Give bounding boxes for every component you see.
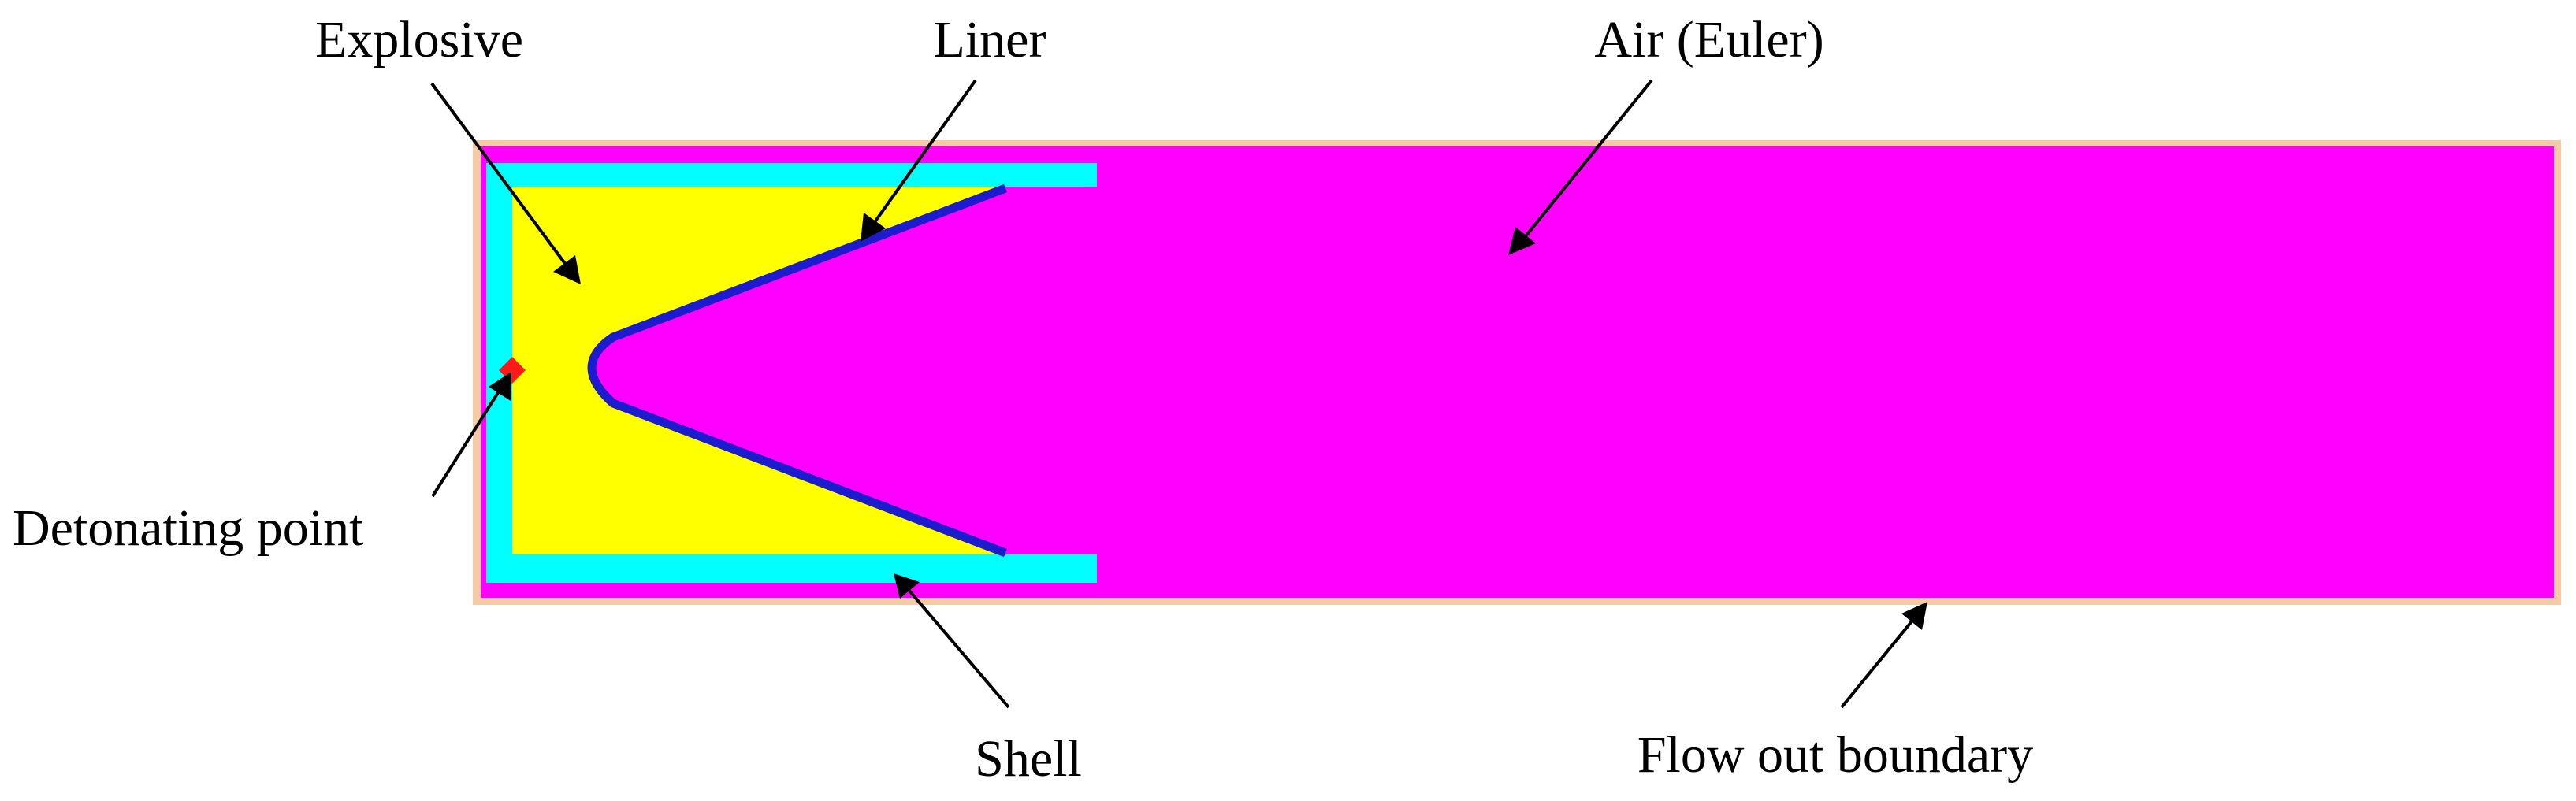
- liner-label: Liner: [934, 11, 1046, 69]
- explosive-label: Explosive: [315, 11, 523, 69]
- explosive-region: [512, 187, 1005, 554]
- air-arrow-line: [1524, 79, 1653, 238]
- liner-arrowhead: [861, 213, 886, 242]
- air-arrowhead: [1508, 227, 1536, 255]
- shell-label: Shell: [975, 730, 1082, 788]
- explosive-arrow-line: [430, 82, 567, 266]
- detonating-point-arrowhead: [489, 372, 511, 401]
- explosive-arrowhead: [553, 255, 581, 284]
- flow-out-boundary-label: Flow out boundary: [1637, 726, 2033, 784]
- flow-out-boundary-arrow-line: [1840, 620, 1913, 709]
- shell-arrow-line: [908, 589, 1010, 709]
- flow-out-boundary-arrowhead: [1901, 602, 1927, 630]
- liner-arrow-line: [873, 79, 977, 224]
- leader-arrows: [430, 79, 1927, 709]
- shell-arrowhead: [894, 573, 920, 599]
- liner: [587, 184, 1007, 558]
- air-euler-label: Air (Euler): [1594, 11, 1823, 69]
- detonating-point-label: Detonating point: [13, 499, 363, 557]
- detonating-point-arrow-line: [431, 390, 500, 498]
